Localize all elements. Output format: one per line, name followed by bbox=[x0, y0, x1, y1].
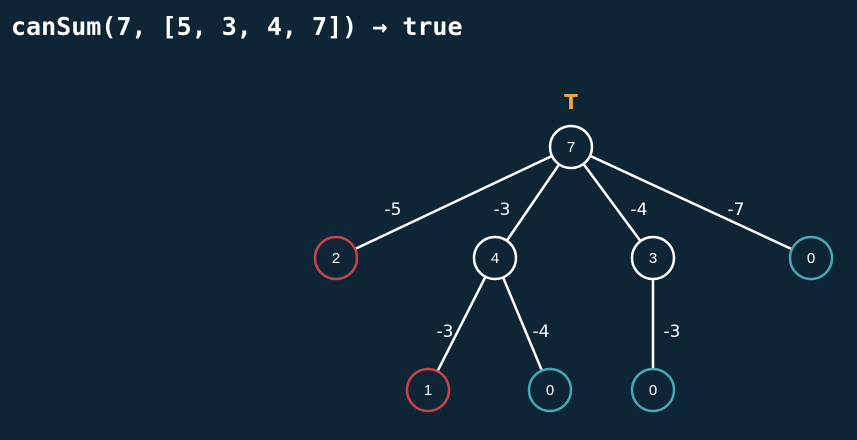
edge-label: -4 bbox=[533, 322, 550, 342]
edge-n7-n4 bbox=[493, 145, 573, 260]
tree-node: 1 bbox=[405, 367, 451, 413]
node-label: 0 bbox=[649, 382, 657, 399]
tree-node: 0 bbox=[788, 235, 834, 281]
node-circle bbox=[527, 367, 573, 413]
edge-label: -5 bbox=[385, 200, 402, 220]
edge-label: -3 bbox=[664, 322, 681, 342]
node-circle bbox=[472, 235, 518, 281]
tree-node: 0 bbox=[527, 367, 573, 413]
node-label: 0 bbox=[807, 250, 815, 267]
nodes-layer: 7 2 4 3 0 1 0 0 bbox=[313, 124, 834, 413]
node-circle bbox=[630, 235, 676, 281]
node-circle bbox=[313, 235, 359, 281]
edges-layer: -5 -3 -4 -7 -3 -4 -3 bbox=[334, 145, 813, 392]
edge-n7-n2 bbox=[334, 145, 573, 260]
node-label: 2 bbox=[332, 250, 340, 267]
node-label: 4 bbox=[491, 250, 499, 267]
edge-n7-n0a bbox=[569, 145, 813, 260]
edge-label: -4 bbox=[631, 200, 648, 220]
page-title: canSum(7, [5, 3, 4, 7]) → true bbox=[11, 12, 463, 41]
tree-node: 2 bbox=[313, 235, 359, 281]
tree-node: 0 bbox=[630, 367, 676, 413]
node-label: 7 bbox=[567, 139, 575, 156]
edge-n4-n0b bbox=[493, 256, 552, 392]
root-marker: T bbox=[564, 90, 578, 114]
node-circle bbox=[630, 367, 676, 413]
tree-node: 7 bbox=[548, 124, 594, 170]
node-label: 1 bbox=[424, 382, 432, 399]
edge-n4-n1 bbox=[426, 256, 497, 392]
edge-n7-n3 bbox=[569, 145, 655, 260]
edge-label: -3 bbox=[437, 322, 454, 342]
tree-node: 3 bbox=[630, 235, 676, 281]
node-circle bbox=[788, 235, 834, 281]
edge-label: -7 bbox=[728, 200, 745, 220]
node-circle bbox=[548, 124, 594, 170]
node-label: 3 bbox=[649, 250, 657, 267]
node-label: 0 bbox=[546, 382, 554, 399]
edge-label: -3 bbox=[494, 200, 511, 220]
node-circle bbox=[405, 367, 451, 413]
tree-node: 4 bbox=[472, 235, 518, 281]
